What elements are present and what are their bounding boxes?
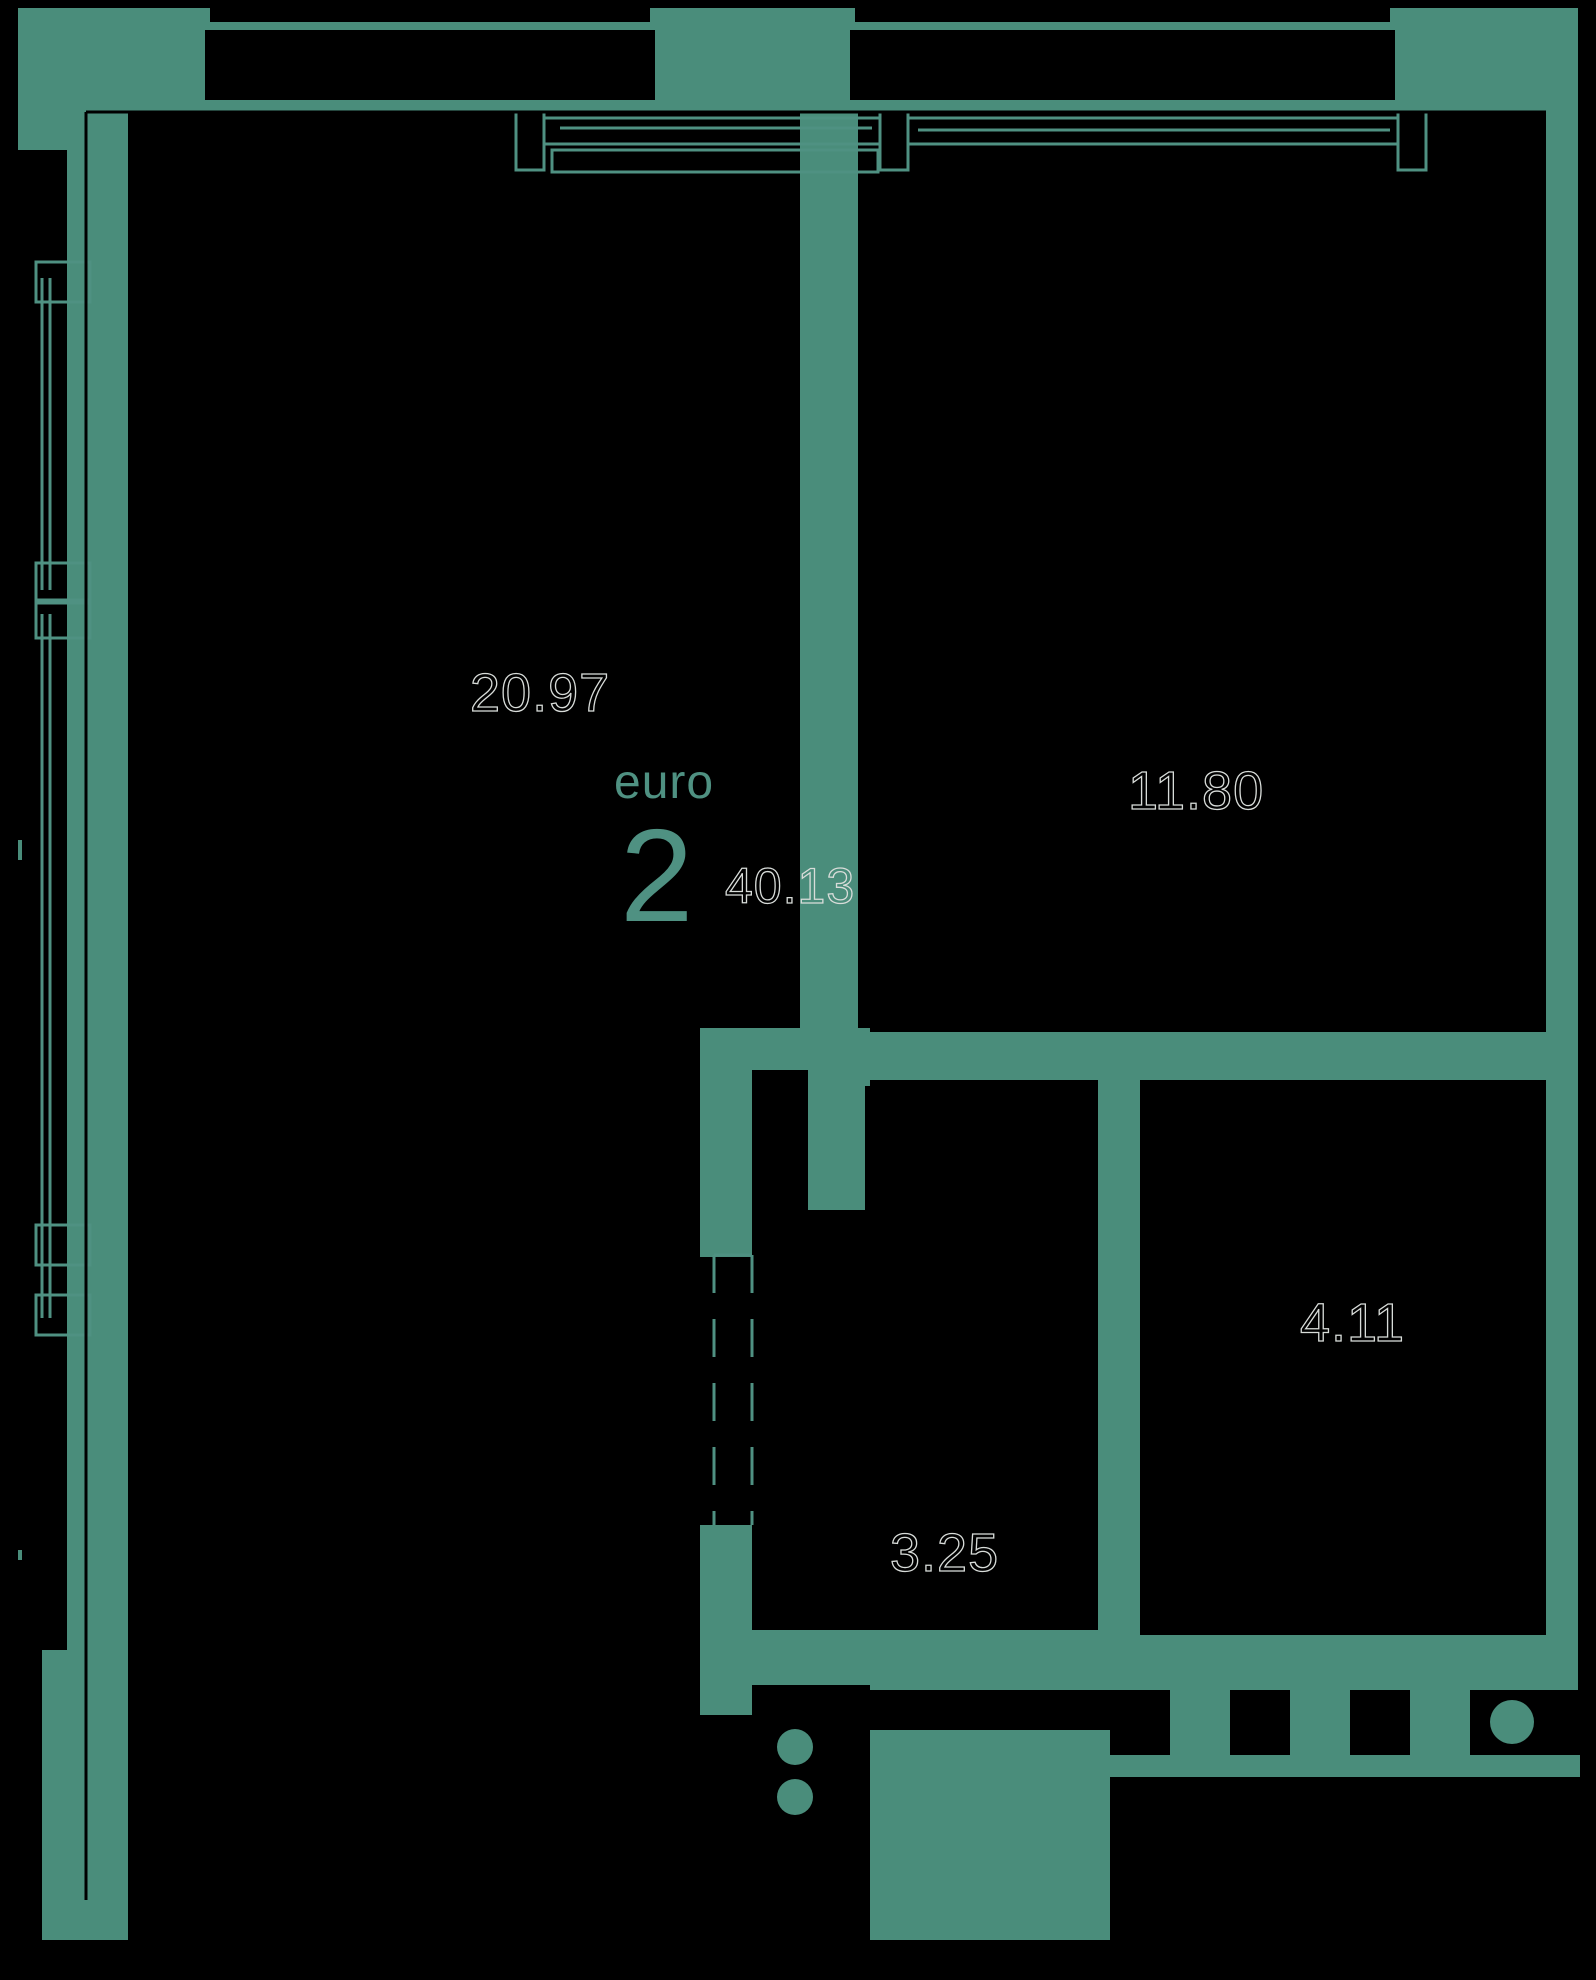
entry-door[interactable]: [712, 1253, 754, 1525]
room-bathroom: [1128, 1075, 1546, 1635]
balcony-left-void: [205, 30, 655, 100]
interior-partitions: [700, 112, 1548, 1715]
balcony-right-void: [850, 30, 1395, 100]
entry-approach: [700, 1690, 760, 1980]
outer-margin-right: [1578, 0, 1596, 1980]
side-window-lower-sill-a: [34, 1223, 92, 1267]
partition-bedroom-bottom: [838, 1032, 1548, 1080]
room-hall: [740, 1210, 1115, 1650]
side-window-upper-head: [34, 260, 92, 304]
side-window-upper-sill: [34, 561, 92, 605]
outer-margin-top: [0, 0, 1596, 8]
partition-hall-bottom: [740, 1630, 1120, 1685]
envelope-outline: [84, 110, 1546, 1900]
side-window-lower-head: [34, 598, 92, 640]
rooms-count-label: 2: [620, 802, 694, 949]
partition-living-hall-lower: [700, 1525, 752, 1715]
hall-door-recess: [712, 1245, 772, 1535]
window-left-sash-inner: [550, 148, 880, 174]
hall-upper: [865, 1075, 1115, 1225]
partition-hall-bathroom: [1098, 1065, 1140, 1660]
balcony-window-right[interactable]: [878, 110, 1428, 172]
brand-euro-label: euro: [614, 756, 715, 809]
partition-living-bedroom-top: [800, 112, 858, 382]
partition-living-hall-jamb-top: [700, 1195, 752, 1257]
side-window-upper[interactable]: [34, 260, 92, 605]
room-bedroom: [858, 112, 1546, 1032]
sink-fixture: [777, 1779, 813, 1815]
kitchen-fixtures: [1110, 1690, 1580, 1777]
partition-hall-corner: [808, 1028, 870, 1086]
partition-living-bedroom-mid: [800, 380, 838, 770]
bathroom-fixtures: [777, 1729, 813, 1815]
kitchen-sink: [1490, 1700, 1534, 1744]
window-right-sash: [906, 116, 1400, 146]
partition-living-bedroom-low: [800, 760, 858, 1060]
left-outer-wall-void: [22, 150, 67, 1650]
side-window-lower[interactable]: [34, 598, 92, 1337]
toilet-fixture: [777, 1729, 813, 1765]
room-living-kitchen: [128, 112, 808, 1942]
side-window-lower-sill-b: [34, 1293, 92, 1337]
kitchen-counter-edge: [1110, 1755, 1580, 1777]
